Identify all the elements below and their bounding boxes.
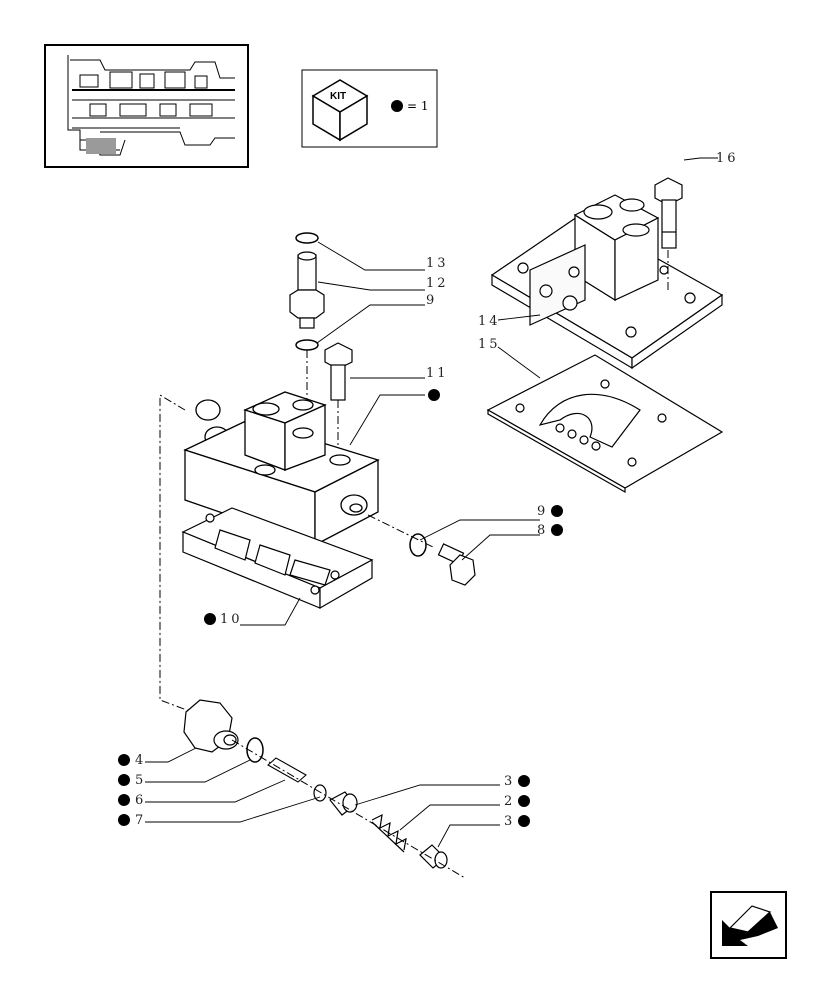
kit-dot-icon bbox=[118, 794, 130, 806]
o-ring-9-side bbox=[409, 533, 427, 557]
callout-7: 7 bbox=[135, 813, 146, 828]
kit-equation: = 1 bbox=[407, 99, 429, 113]
kit-dot-icon bbox=[551, 524, 563, 536]
callout-3-lower: 3 bbox=[504, 814, 515, 829]
kit-dot-icon bbox=[518, 795, 530, 807]
kit-dot-icon bbox=[391, 100, 403, 112]
gasket-15 bbox=[486, 354, 724, 494]
gasket-10 bbox=[181, 507, 374, 610]
kit-dot-icon bbox=[518, 815, 530, 827]
kit-dot-icon bbox=[428, 389, 440, 401]
callout-8: 8 bbox=[537, 523, 548, 538]
plug-8 bbox=[437, 543, 476, 586]
callout-5: 5 bbox=[135, 773, 146, 788]
transmission-thumbnail[interactable] bbox=[44, 44, 249, 168]
callout-12: 12 bbox=[426, 276, 449, 291]
callout-6: 6 bbox=[135, 793, 146, 808]
callout-14: 14 bbox=[478, 314, 501, 329]
o-ring-5 bbox=[246, 737, 264, 763]
callout-2: 2 bbox=[504, 794, 515, 809]
callout-4: 4 bbox=[135, 753, 146, 768]
kit-dot-icon bbox=[551, 505, 563, 517]
kit-dot-icon bbox=[118, 774, 130, 786]
o-ring-9-top bbox=[295, 339, 319, 351]
o-ring-13 bbox=[295, 232, 319, 244]
callout-9-side: 9 bbox=[537, 504, 548, 519]
washer-7 bbox=[313, 784, 327, 802]
pin-6 bbox=[267, 757, 307, 783]
kit-dot-icon bbox=[518, 775, 530, 787]
bolt-16 bbox=[654, 177, 683, 249]
kit-cube-icon: KIT bbox=[311, 79, 369, 142]
callout-10: 10 bbox=[220, 612, 243, 627]
pressure-switch-12 bbox=[289, 251, 325, 329]
callout-16: 16 bbox=[716, 151, 739, 166]
kit-dot-icon bbox=[118, 754, 130, 766]
valve-cover-14 bbox=[490, 194, 724, 370]
kit-text: KIT bbox=[330, 91, 346, 102]
leader-lines bbox=[145, 157, 718, 848]
valve-body bbox=[183, 391, 380, 547]
kit-legend: KIT = 1 bbox=[301, 69, 438, 148]
kit-dot-icon bbox=[118, 814, 130, 826]
callout-3-upper: 3 bbox=[504, 774, 515, 789]
arrow-back-icon bbox=[722, 905, 778, 946]
callout-11: 11 bbox=[426, 366, 449, 381]
back-arrow-button[interactable] bbox=[710, 891, 787, 959]
plug-4 bbox=[183, 699, 239, 753]
kit-dot-icon bbox=[204, 613, 216, 625]
bolt-11 bbox=[324, 342, 353, 401]
callout-13: 13 bbox=[426, 256, 449, 271]
callout-9-upper: 9 bbox=[426, 293, 437, 308]
callout-15: 15 bbox=[478, 337, 501, 352]
